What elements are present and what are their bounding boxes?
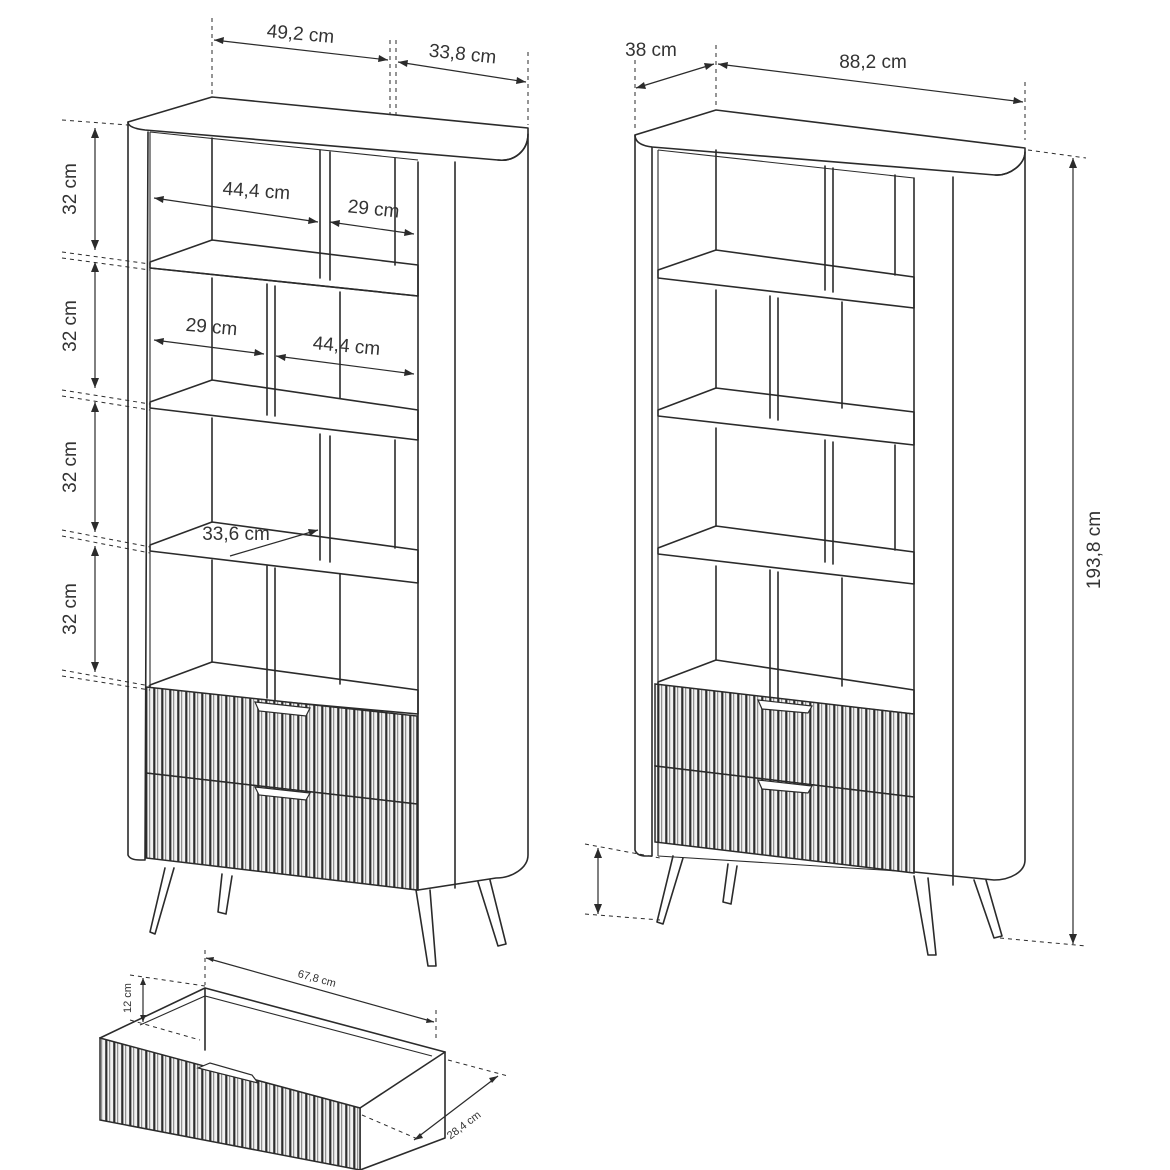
dimension-lines <box>61 18 1087 1141</box>
drawer-handle-icon <box>757 699 813 714</box>
label-drawer-depth: 28,4 cm <box>445 1109 483 1142</box>
right-drawers <box>654 683 915 874</box>
right-bookcase <box>634 109 1026 956</box>
label-top-width-left: 49,2 cm <box>266 21 335 48</box>
dimension-labels: 49,2 cm 33,8 cm 44,4 cm 29 cm 29 cm 44,4… <box>60 21 1105 1142</box>
drawer-handle-icon <box>254 701 311 717</box>
right-dividers <box>715 149 896 703</box>
label-shelf-2-wide: 44,4 cm <box>312 333 381 360</box>
left-drawers <box>145 686 418 891</box>
label-height-1: 32 cm <box>60 163 81 215</box>
drawer-detail <box>99 987 446 1170</box>
label-height-3: 32 cm <box>60 441 81 493</box>
label-shelf-1-wide: 44,4 cm <box>222 179 291 205</box>
label-shelf-1-narrow: 29 cm <box>347 196 401 222</box>
drawer-handle-icon <box>196 1062 260 1084</box>
label-drawer-height: 12 cm <box>122 983 134 1013</box>
left-legs <box>149 867 507 967</box>
label-height-2: 32 cm <box>60 300 81 352</box>
label-shelf-3-depth: 33,6 cm <box>202 524 270 545</box>
left-right-panel <box>417 133 529 891</box>
label-height-4: 32 cm <box>60 583 81 635</box>
right-top-slab <box>634 109 1026 176</box>
left-side-panel <box>127 121 149 861</box>
label-right-width: 88,2 cm <box>839 52 907 73</box>
left-bookcase <box>127 96 529 967</box>
drawer-handle-icon <box>253 786 311 801</box>
label-total-height: 193,8 cm <box>1084 511 1105 589</box>
right-shelves <box>657 249 915 715</box>
label-right-depth: 38 cm <box>625 40 677 61</box>
right-legs <box>656 855 1003 956</box>
left-shelves <box>149 239 419 715</box>
label-shelf-2-narrow: 29 cm <box>185 315 238 340</box>
label-top-depth-left: 33,8 cm <box>428 41 497 69</box>
label-drawer-width: 67,8 cm <box>296 968 337 990</box>
drawer-handle-icon <box>757 779 813 794</box>
left-dividers <box>211 137 396 701</box>
